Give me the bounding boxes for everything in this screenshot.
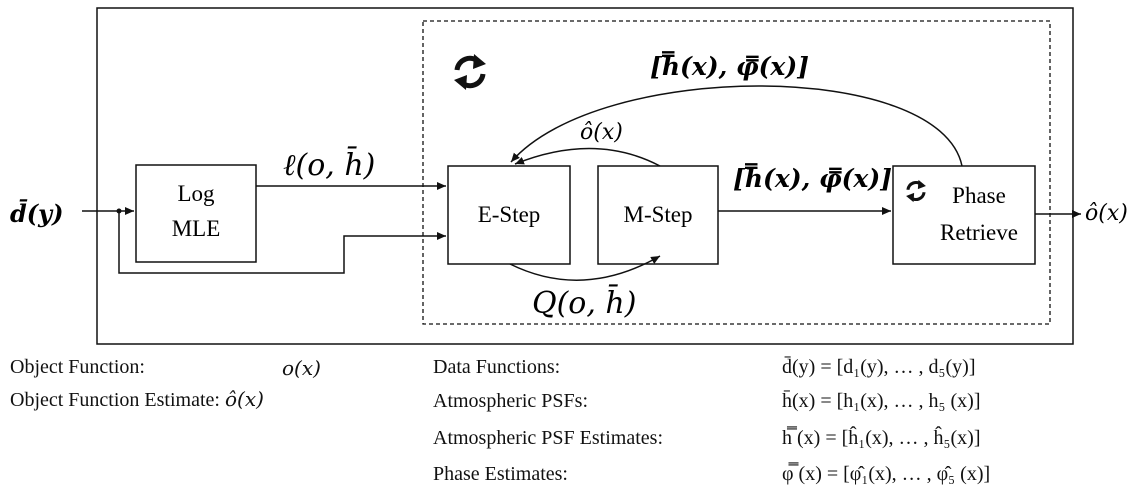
legend-data-functions-value: d̄(y) = [d₁(y), … , d₅(y)]	[782, 356, 976, 378]
legend-object-estimate: Object Function Estimate: ô(x)	[10, 387, 264, 412]
outer-frame	[96, 7, 1074, 345]
em-loop-frame	[422, 20, 1051, 325]
legend-value: ô(x)	[224, 387, 264, 411]
bypass-arrow	[118, 211, 446, 274]
feedback-curve	[510, 85, 963, 167]
phase-retrieve-box	[892, 165, 1036, 265]
legend-atmospheric-psfs-value: h̄(x) = [h₁(x), … , h₅ (x)]	[782, 390, 981, 412]
m-to-e-curve	[514, 147, 661, 167]
legend-psf-estimates: Atmospheric PSF Estimates:	[433, 427, 663, 450]
legend-phase-estimates: Phase Estimates:	[433, 463, 568, 486]
e-to-m-curve	[509, 255, 661, 281]
estimates-mid-label: [h̿(x), φ̿(x)]	[733, 163, 892, 193]
legend-psf-estimates-value: h̿ (x) = [ĥ₁(x), … , ĥ₅(x)]	[782, 427, 981, 449]
legend-label: Data Functions:	[433, 356, 561, 378]
log-mle-label-1: Log	[177, 181, 215, 206]
estimates-top-label: [h̿(x), φ̿(x)]	[650, 51, 809, 81]
phase-retrieve-label-1: Phase	[952, 183, 1006, 208]
m-step-label: M-Step	[624, 202, 693, 227]
e-step-label: E-Step	[478, 202, 541, 227]
o-hat-label: ô(x)	[580, 120, 623, 145]
loglik-label: ℓ(o, h̄)	[283, 145, 375, 183]
legend-object-function: Object Function: o(x)	[10, 356, 321, 380]
legend-label: Object Function Estimate:	[10, 389, 220, 411]
e-step-box	[447, 165, 571, 265]
m-step-box	[597, 165, 719, 265]
input-symbol: d̄(y)	[10, 199, 63, 228]
legend-phase-estimates-value: φ̿ (x) = [φ̂₁(x), … , φ̂₅ (x)]	[782, 463, 991, 485]
legend-value: o(x)	[282, 356, 321, 380]
output-symbol: ô(x)	[1085, 201, 1128, 226]
phase-retrieve-label-2: Retrieve	[940, 220, 1018, 245]
legend-label: Atmospheric PSF Estimates:	[433, 427, 663, 449]
refresh-cycle-icon	[454, 54, 486, 90]
legend-data-functions: Data Functions:	[433, 356, 560, 379]
log-mle-label-2: MLE	[172, 216, 221, 241]
log-mle-box	[135, 164, 257, 263]
legend-label: Object Function:	[10, 356, 145, 378]
legend-label: Atmospheric PSFs:	[433, 390, 589, 412]
q-func-label: Q(o, h̄)	[532, 283, 636, 321]
legend-label: Phase Estimates:	[433, 463, 568, 485]
legend-atmospheric-psfs: Atmospheric PSFs:	[433, 390, 588, 413]
